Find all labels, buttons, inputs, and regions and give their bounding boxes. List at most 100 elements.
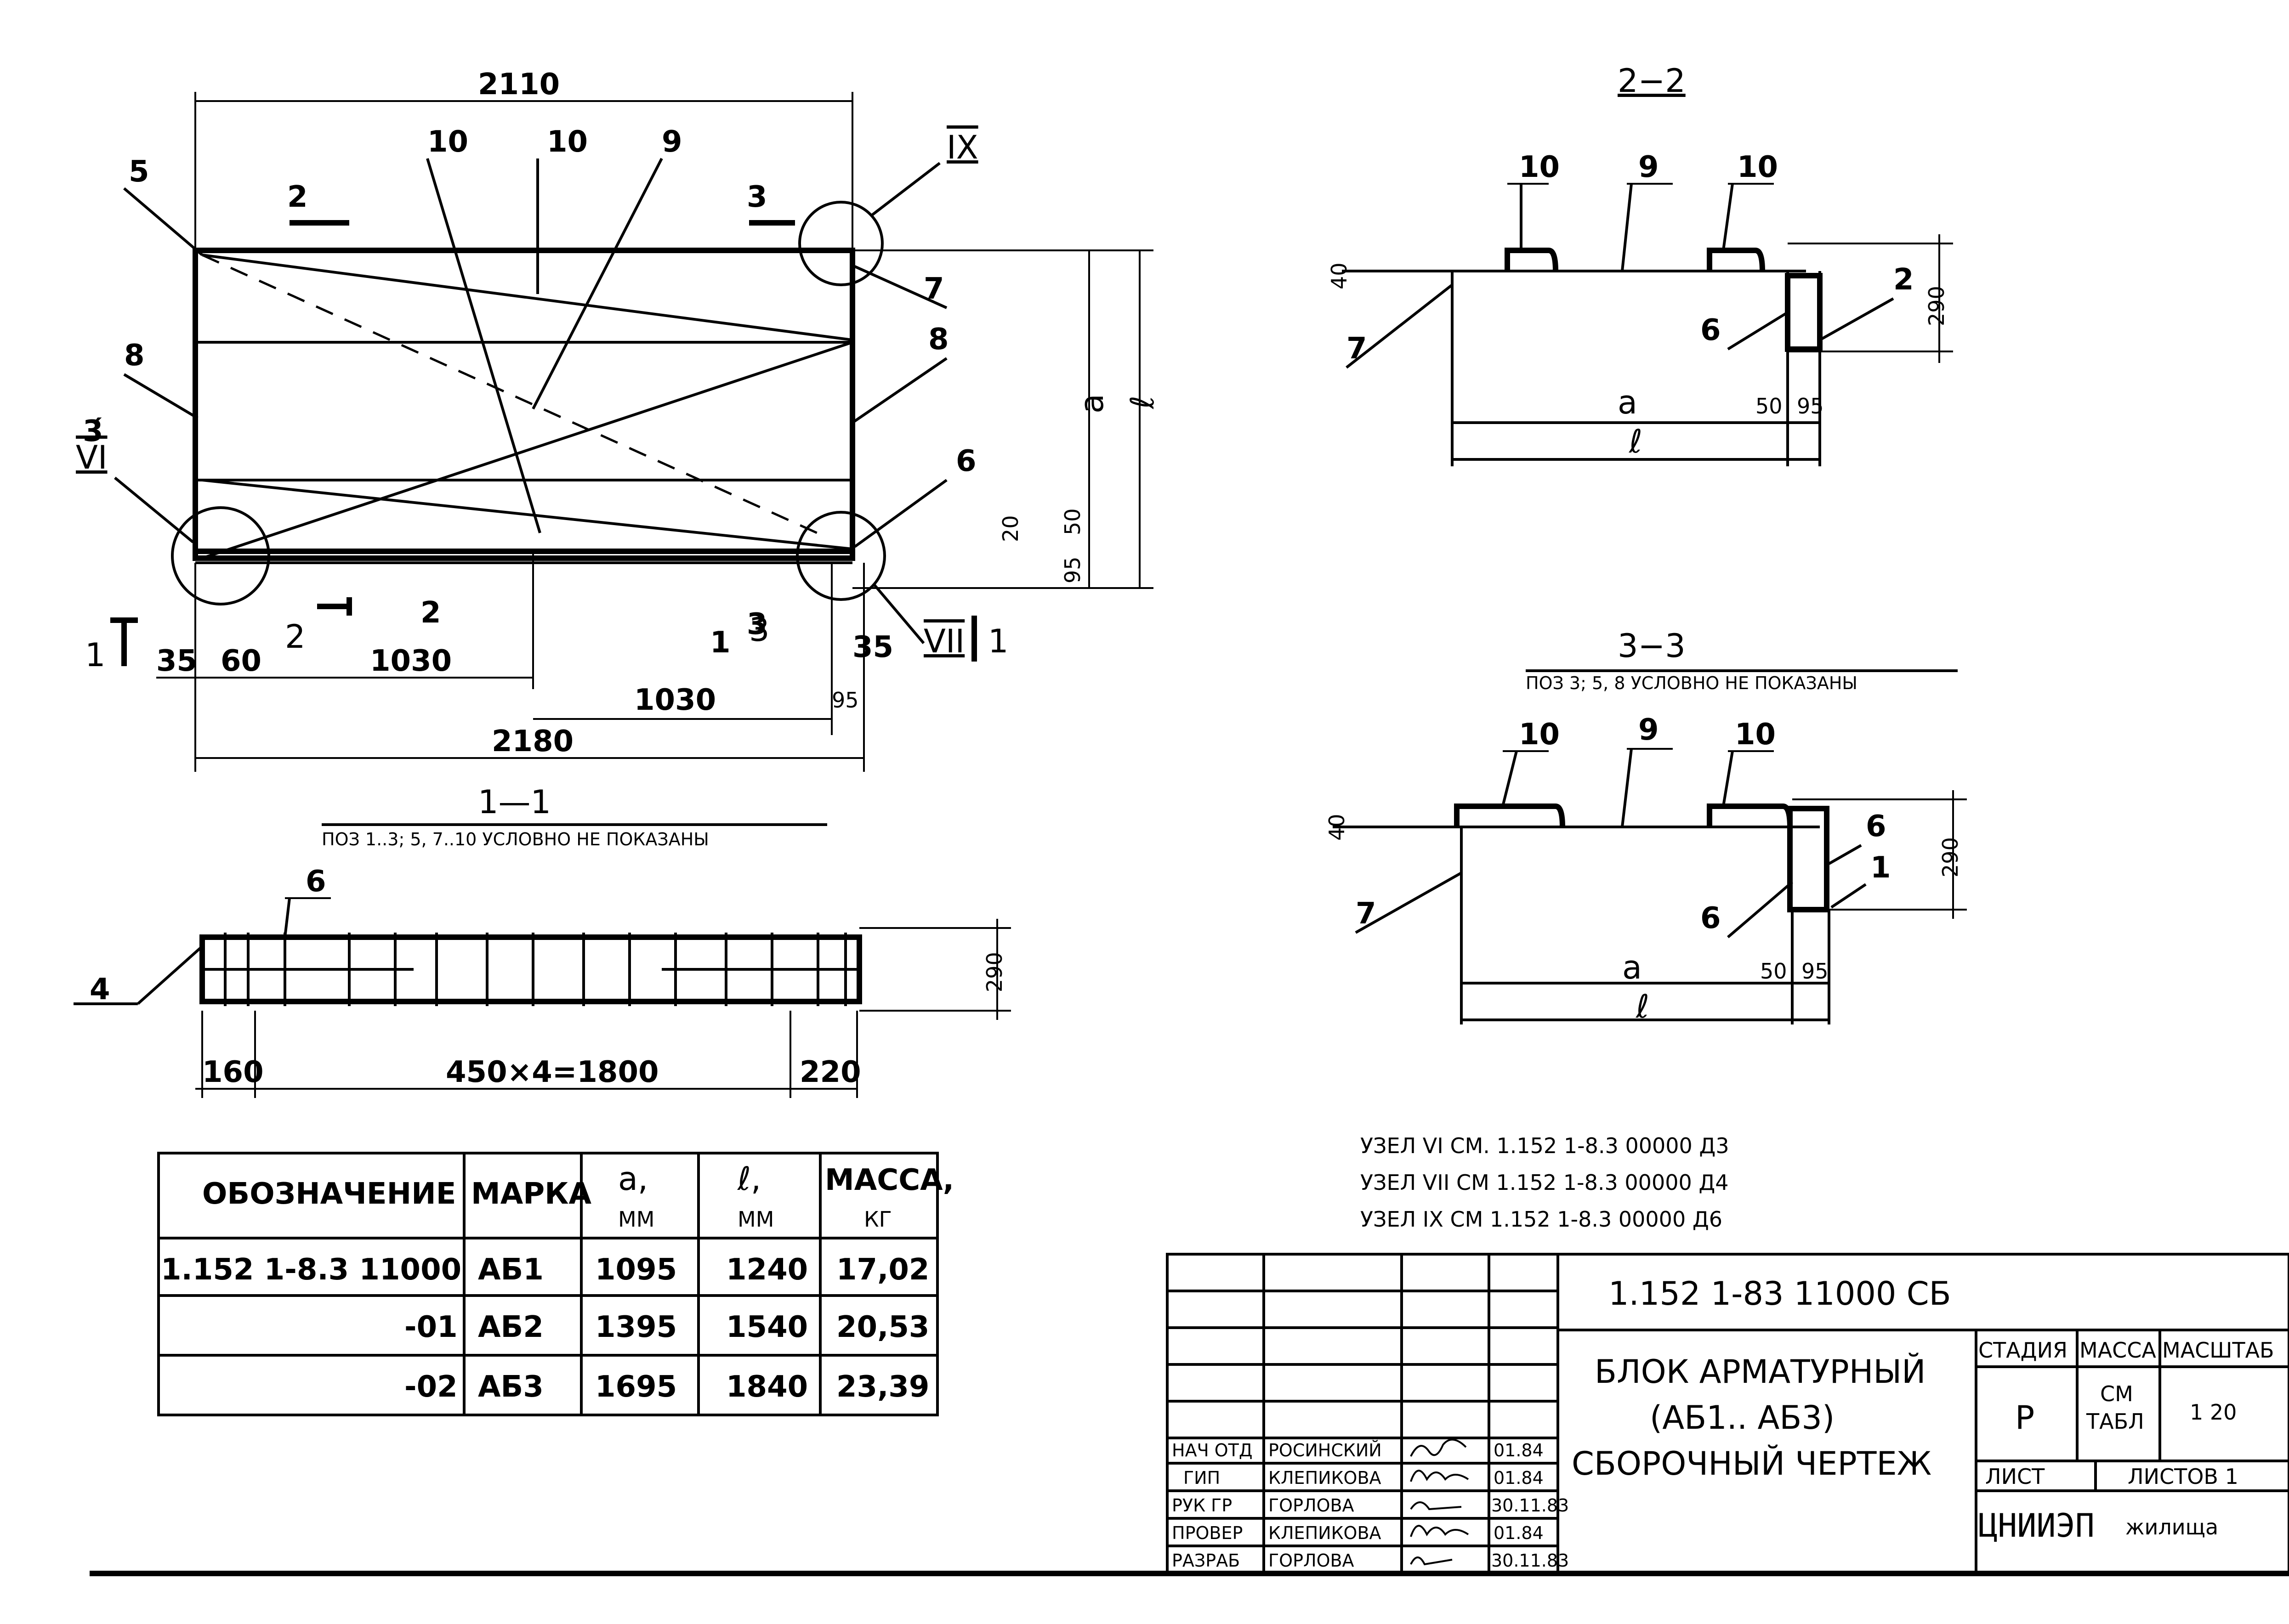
- spec-header-a: a,: [618, 1160, 648, 1198]
- spec-header-designation: ОБОЗНАЧЕНИЕ: [202, 1177, 456, 1211]
- staff-1-date: 01.84: [1494, 1440, 1544, 1460]
- section-mark-1-right: 1: [988, 622, 1009, 660]
- signature-2: [1410, 1470, 1469, 1482]
- section-3-3-title: 3−3: [1618, 627, 1686, 665]
- s22-pos-6: 6: [1700, 313, 1721, 347]
- title-name-1: БЛОК АРМАТУРНЫЙ: [1595, 1353, 1925, 1391]
- staff-1-name: РОСИНСКИЙ: [1268, 1440, 1382, 1460]
- s22-pos-9: 9: [1638, 150, 1659, 184]
- s33-dim-a: a: [1622, 949, 1642, 986]
- title-sheet: ЛИСТ: [1985, 1464, 2045, 1489]
- spec-header-l: ℓ,: [737, 1160, 761, 1198]
- plan-pos-2-bottom: 2: [420, 596, 441, 630]
- s33-dim-290: 290: [1938, 837, 1963, 877]
- plan-dim-95-bottom: 95: [832, 688, 859, 713]
- spec-row-3-mass: 23,39: [836, 1370, 929, 1404]
- signature-4: [1410, 1525, 1469, 1537]
- spec-row-3-mark: АБ3: [478, 1370, 544, 1404]
- plan-pos-8-left: 8: [124, 339, 145, 373]
- title-mass-1: СМ: [2100, 1381, 2133, 1406]
- plan-pos-3-left: 3́: [83, 414, 103, 448]
- s33-pos-10b: 10: [1735, 718, 1776, 752]
- plan-pos-3-top: 3: [747, 180, 767, 214]
- spec-row-1-l: 1240: [726, 1253, 808, 1287]
- section-1-1-stirrups: [224, 933, 847, 1006]
- section-mark-3-bottom: 3: [749, 611, 770, 649]
- node-ix-mark: IX: [947, 129, 978, 166]
- section-3-3-note: ПОЗ 3; 5, 8 УСЛОВНО НЕ ПОКАЗАНЫ: [1526, 673, 1857, 693]
- plan-dim-a: a: [1073, 394, 1111, 413]
- s22-pos-2: 2: [1893, 263, 1914, 297]
- staff-3-role: РУК ГР: [1172, 1495, 1232, 1516]
- plan-dim-2180: 2180: [492, 724, 574, 758]
- spec-row-2-a: 1395: [595, 1310, 677, 1344]
- s11-pos-4: 4: [90, 973, 110, 1007]
- staff-1-role: НАЧ ОТД: [1172, 1440, 1253, 1460]
- plan-dim-2110: 2110: [478, 68, 560, 102]
- s11-dim-220: 220: [800, 1055, 861, 1089]
- s22-dim-290: 290: [1924, 286, 1949, 326]
- s33-pos-1: 1: [1870, 851, 1891, 885]
- node-vi-mark: VI: [76, 439, 108, 476]
- spec-row-1-designation: 1.152 1-8.3 11000: [161, 1253, 461, 1287]
- plan-pos-6: 6: [956, 444, 977, 478]
- plan-dim-35-right: 35: [852, 630, 893, 664]
- staff-4-date: 01.84: [1494, 1523, 1544, 1543]
- s33-pos-7: 7: [1356, 897, 1376, 931]
- spec-row-1-mass: 17,02: [836, 1253, 929, 1287]
- spec-header-mark: МАРКА: [471, 1177, 591, 1211]
- s11-dim-160: 160: [202, 1055, 264, 1089]
- s22-dim-95: 95: [1797, 394, 1824, 419]
- spec-row-3-l: 1840: [726, 1370, 808, 1404]
- plan-pos-1: 1: [710, 626, 731, 660]
- section-3-3: 3−3 ПОЗ 3; 5, 8 УСЛОВНО НЕ ПОКАЗАНЫ 290 …: [1324, 627, 1967, 1025]
- section-1-1-title: 1—1: [478, 783, 551, 821]
- plan-dim-50: 50: [1060, 508, 1085, 535]
- plan-dim-1030-right: 1030: [634, 683, 716, 717]
- staff-5-date: 30.11.83: [1491, 1550, 1569, 1571]
- plan-dim-60: 60: [221, 644, 261, 678]
- staff-5-role: РАЗРАБ: [1172, 1550, 1240, 1571]
- s11-pos-6: 6: [306, 865, 326, 899]
- spec-row-2-mark: АБ2: [478, 1310, 544, 1344]
- section-1-1: 1—1 ПОЗ 1..3; 5, 7..10 УСЛОВНО НЕ ПОКАЗА…: [74, 783, 1011, 1098]
- staff-5-name: ГОРЛОВА: [1268, 1550, 1354, 1571]
- staff-4-role: ПРОВЕР: [1172, 1523, 1243, 1543]
- s22-dim-50: 50: [1755, 394, 1783, 419]
- plan-pos-5: 5: [129, 155, 149, 189]
- spec-row-3-designation: -02: [404, 1370, 458, 1404]
- s11-dim-1800: 450×4=1800: [446, 1055, 659, 1089]
- node-ref-vi: УЗЕЛ VI СМ. 1.152 1-8.3 00000 Д3: [1360, 1133, 1729, 1158]
- title-code: 1.152 1-83 11000 СБ: [1608, 1275, 1951, 1313]
- title-block: НАЧ ОТД РОСИНСКИЙ 01.84 ГИП КЛЕПИКОВА 01…: [1166, 1253, 2289, 1575]
- s33-dim-50: 50: [1760, 959, 1787, 984]
- spec-row-2-designation: -01: [404, 1310, 458, 1344]
- staff-3-name: ГОРЛОВА: [1268, 1495, 1354, 1516]
- s22-pos-10a: 10: [1519, 150, 1560, 184]
- spec-row-2-mass: 20,53: [836, 1310, 929, 1344]
- staff-2-date: 01.84: [1494, 1468, 1544, 1488]
- signature-3: [1410, 1501, 1462, 1511]
- s22-dim-a: a: [1618, 384, 1637, 421]
- node-references: УЗЕЛ VI СМ. 1.152 1-8.3 00000 Д3 УЗЕЛ VI…: [1360, 1133, 1729, 1232]
- title-col-mass: МАССА: [2079, 1338, 2156, 1363]
- plan-pos-9: 9: [662, 125, 682, 159]
- title-name-3: СБОРОЧНЫЙ ЧЕРТЕЖ: [1572, 1445, 1931, 1483]
- s22-dim-l: ℓ: [1629, 423, 1642, 460]
- s33-dim-40: 40: [1324, 814, 1349, 841]
- plan-dim-l: ℓ: [1124, 396, 1161, 409]
- staff-4-name: КЛЕПИКОВА: [1268, 1523, 1381, 1543]
- plan-dim-95-right: 95: [1060, 556, 1085, 583]
- plan-dim-20: 20: [998, 515, 1023, 542]
- s33-pos-10a: 10: [1519, 718, 1560, 752]
- title-stage: Р: [2015, 1399, 2034, 1437]
- section-1-1-note: ПОЗ 1..3; 5, 7..10 УСЛОВНО НЕ ПОКАЗАНЫ: [322, 829, 709, 849]
- s22-pos-10b: 10: [1737, 150, 1778, 184]
- s33-dim-l: ℓ: [1636, 988, 1649, 1025]
- s33-pos-6a: 6: [1866, 809, 1886, 843]
- title-org: ЦНИИЭП: [1978, 1507, 2095, 1545]
- s33-pos-6b: 6: [1700, 901, 1721, 935]
- plan-view: 2110 2180 35 60 1030 1030 35 95 a ℓ 20 5…: [76, 68, 1161, 772]
- s22-dim-40: 40: [1327, 262, 1352, 289]
